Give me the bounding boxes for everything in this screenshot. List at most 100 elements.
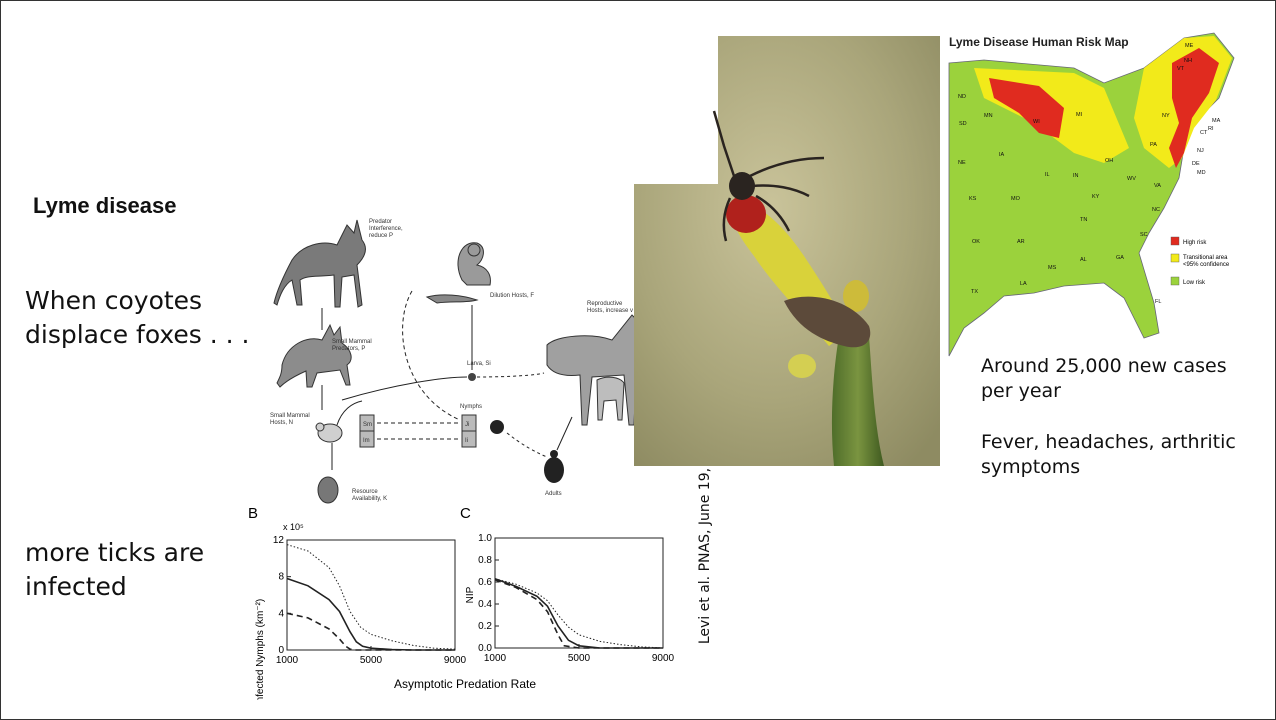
label-resource-1: Resource bbox=[352, 489, 378, 495]
x-tick-label: 5000 bbox=[568, 653, 591, 664]
shared-xlabel: Asymptotic Predation Rate bbox=[394, 677, 536, 691]
tick-larva-illustration bbox=[468, 373, 476, 381]
svg-text:VA: VA bbox=[1154, 183, 1161, 189]
series-line-dotted bbox=[286, 544, 456, 650]
svg-text:ME: ME bbox=[1185, 43, 1194, 49]
food-web-arrows bbox=[321, 290, 573, 470]
svg-text:SC: SC bbox=[1140, 232, 1148, 238]
plot-b: 0 4 8 12 1000 5000 9000 bbox=[273, 535, 467, 666]
fox-illustration bbox=[276, 323, 352, 388]
label-small-hosts-2: Hosts, N bbox=[270, 420, 293, 426]
tick-body bbox=[726, 195, 766, 233]
box-l-label: Ii bbox=[465, 438, 468, 444]
panel-b-label: B bbox=[248, 505, 258, 522]
food-web-diagram: Sm Im Ji Ii Predator Interference, reduc… bbox=[270, 219, 653, 504]
box-l bbox=[461, 430, 477, 448]
svg-text:IA: IA bbox=[999, 152, 1005, 158]
x-tick-label: 5000 bbox=[360, 655, 383, 666]
svg-text:WV: WV bbox=[1127, 176, 1136, 182]
y-tick-label: 0.2 bbox=[478, 621, 492, 632]
svg-text:PA: PA bbox=[1150, 142, 1157, 148]
svg-text:RI: RI bbox=[1208, 126, 1214, 132]
svg-text:MD: MD bbox=[1197, 170, 1206, 176]
y-tick-label: 0 bbox=[278, 645, 284, 656]
series-line-solid bbox=[494, 577, 663, 649]
tick-photo bbox=[634, 36, 940, 466]
y-tick-label: 12 bbox=[273, 535, 285, 546]
slide-heading: Lyme disease bbox=[33, 193, 177, 218]
label-predator-3: reduce P bbox=[369, 233, 393, 239]
legend-high-risk: High risk bbox=[1183, 240, 1207, 246]
svg-text:MN: MN bbox=[984, 113, 993, 119]
box-j-label: Ji bbox=[465, 422, 469, 428]
label-larva: Larva, Si bbox=[467, 361, 491, 367]
plot-frame bbox=[494, 537, 664, 649]
svg-text:IL: IL bbox=[1045, 172, 1050, 178]
svg-text:VT: VT bbox=[1177, 66, 1185, 72]
x-tick-label: 9000 bbox=[444, 655, 467, 666]
svg-text:WI: WI bbox=[1033, 119, 1040, 125]
y-tick-label: 0.0 bbox=[478, 643, 492, 654]
predation-charts: B C x 10⁵ Infected Nymphs (km⁻²) NIP Asy… bbox=[248, 505, 675, 700]
plot-c: 0.0 0.2 0.4 0.6 0.8 1.0 1000 5000 9000 bbox=[478, 533, 674, 664]
tick-head bbox=[729, 172, 755, 200]
svg-text:IN: IN bbox=[1073, 173, 1079, 179]
x-tick-label: 9000 bbox=[652, 653, 675, 664]
svg-text:AR: AR bbox=[1017, 239, 1025, 245]
svg-text:OK: OK bbox=[972, 239, 980, 245]
svg-text:NE: NE bbox=[958, 160, 966, 166]
label-predator-1: Predator bbox=[369, 219, 392, 225]
svg-text:NJ: NJ bbox=[1197, 148, 1204, 154]
label-dilution: Dilution Hosts, F bbox=[490, 293, 534, 299]
y-tick-label: 0.6 bbox=[478, 577, 492, 588]
tick-adult-illustration bbox=[544, 450, 564, 483]
panel-b-ylabel: Infected Nymphs (km⁻²) bbox=[255, 599, 266, 700]
svg-text:NH: NH bbox=[1184, 58, 1192, 64]
map-high-risk-midwest bbox=[989, 78, 1064, 138]
y-tick-label: 1.0 bbox=[478, 533, 492, 544]
svg-text:TX: TX bbox=[971, 289, 978, 295]
y-tick-label: 0.4 bbox=[478, 599, 492, 610]
legend-transitional-1: Transitional area bbox=[1183, 255, 1228, 261]
legend-transitional-2: <95% confidence bbox=[1183, 262, 1230, 268]
svg-text:FL: FL bbox=[1155, 299, 1161, 305]
svg-text:AL: AL bbox=[1080, 257, 1087, 263]
ticks-infected-text: more ticks are infected bbox=[25, 538, 205, 601]
label-predator-2: Interference, bbox=[369, 226, 403, 232]
x-tick-label: 1000 bbox=[484, 653, 507, 664]
map-title: Lyme Disease Human Risk Map bbox=[949, 35, 1129, 49]
y-tick-label: 8 bbox=[278, 572, 284, 583]
label-reproductive-2: Hosts, increase v bbox=[587, 308, 633, 314]
svg-text:DE: DE bbox=[1192, 161, 1200, 167]
panel-b-exponent: x 10⁵ bbox=[283, 522, 304, 532]
label-resource-2: Availability, K bbox=[352, 496, 387, 502]
svg-text:GA: GA bbox=[1116, 255, 1124, 261]
map-legend: High risk Transitional area <95% confide… bbox=[1170, 236, 1230, 286]
y-tick-label: 4 bbox=[278, 608, 284, 619]
squirrel-illustration bbox=[457, 242, 491, 286]
svg-text:KS: KS bbox=[969, 196, 977, 202]
svg-text:SD: SD bbox=[959, 121, 967, 127]
coyotes-text: When coyotes displace foxes . . . bbox=[25, 286, 250, 349]
svg-text:TN: TN bbox=[1080, 217, 1087, 223]
y-tick-label: 0.8 bbox=[478, 555, 492, 566]
svg-text:MI: MI bbox=[1076, 112, 1083, 118]
cases-text: Around 25,000 new cases per year bbox=[981, 355, 1227, 402]
series-line-solid bbox=[286, 577, 455, 651]
symptoms-text: Fever, headaches, arthritic symptoms bbox=[981, 431, 1236, 478]
svg-text:KY: KY bbox=[1092, 194, 1100, 200]
tick-legs bbox=[712, 110, 825, 242]
x-tick-label: 1000 bbox=[276, 655, 299, 666]
coyote-illustration bbox=[273, 219, 366, 308]
legend-low-risk: Low risk bbox=[1183, 280, 1206, 286]
panel-c-ylabel: NIP bbox=[465, 586, 476, 603]
svg-text:MO: MO bbox=[1011, 196, 1021, 202]
box-i bbox=[359, 430, 375, 448]
label-reproductive-1: Reproductive bbox=[587, 301, 623, 307]
label-small-predators-1: Small Mammal bbox=[332, 339, 372, 345]
plot-frame bbox=[286, 539, 456, 651]
box-s-label: Sm bbox=[363, 422, 372, 428]
deer-illustration bbox=[546, 311, 653, 426]
